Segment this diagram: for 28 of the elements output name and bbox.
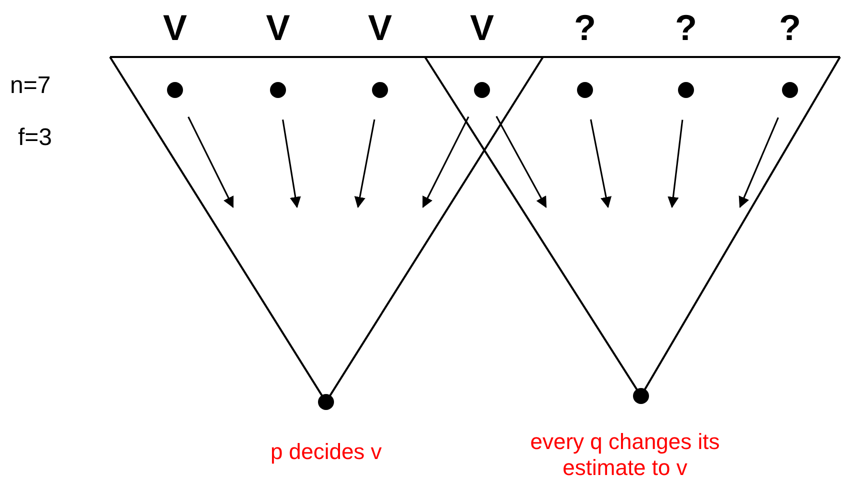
outcome-note: p decides v	[270, 439, 382, 465]
dot	[270, 82, 286, 98]
dot	[474, 82, 490, 98]
dot	[167, 82, 183, 98]
dot	[318, 394, 334, 410]
arrow	[738, 117, 779, 208]
dot	[577, 82, 593, 98]
value-mark: V	[470, 7, 494, 49]
value-mark: V	[368, 7, 392, 49]
arrow	[422, 116, 470, 208]
parameter-label: n=7	[10, 72, 51, 100]
arrow	[668, 120, 684, 208]
dot	[633, 388, 649, 404]
arrow	[354, 119, 376, 208]
arrow	[188, 116, 234, 208]
value-mark: ?	[675, 7, 697, 49]
value-mark: V	[163, 7, 188, 49]
arrow	[590, 119, 612, 208]
value-mark: ?	[779, 7, 801, 49]
arrow	[282, 119, 301, 208]
parameter-label: f=3	[18, 124, 52, 152]
dot	[678, 82, 694, 98]
dot	[782, 82, 798, 98]
dot	[372, 82, 388, 98]
outcome-note: every q changes its estimate to v	[529, 429, 721, 481]
arrow	[496, 116, 547, 208]
value-mark: V	[266, 7, 290, 49]
value-mark: ?	[574, 7, 596, 49]
